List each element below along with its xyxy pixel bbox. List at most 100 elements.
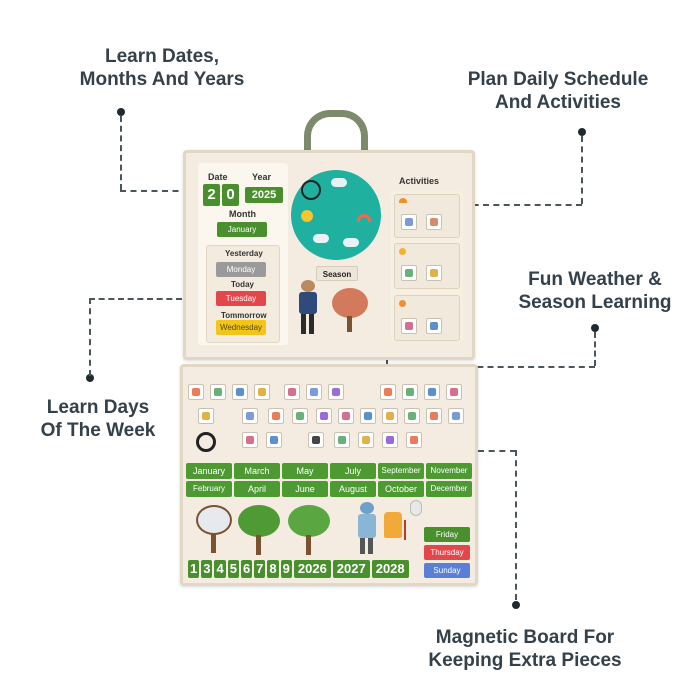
- umbrella-icon: [404, 520, 418, 540]
- activity-piece[interactable]: [446, 384, 462, 400]
- month-tile[interactable]: August: [330, 481, 376, 497]
- activity-piece[interactable]: [382, 408, 398, 424]
- callout-connector: [594, 332, 596, 366]
- callout-dot: [591, 324, 599, 332]
- activity-card-icon[interactable]: [401, 265, 417, 281]
- number-tile[interactable]: 4: [214, 560, 226, 578]
- callout-line: Learn Dates,: [104, 46, 220, 67]
- activity-card-icon[interactable]: [426, 265, 442, 281]
- activity-piece[interactable]: [406, 432, 422, 448]
- day-tile-thursday[interactable]: Thursday: [424, 545, 470, 560]
- activity-piece[interactable]: [292, 408, 308, 424]
- cloud-icon: [313, 234, 329, 243]
- activity-piece[interactable]: [232, 384, 248, 400]
- sun-icon: [301, 210, 313, 222]
- activity-card-icon[interactable]: [401, 214, 417, 230]
- activity-card-icon[interactable]: [426, 214, 442, 230]
- day-tile-friday[interactable]: Friday: [424, 527, 470, 542]
- weather-wheel[interactable]: [291, 170, 381, 260]
- month-tile[interactable]: May: [282, 463, 328, 479]
- activity-piece[interactable]: [402, 384, 418, 400]
- month-tile[interactable]: January: [217, 222, 267, 237]
- activity-piece[interactable]: [268, 408, 284, 424]
- day-tile-sunday[interactable]: Sunday: [424, 563, 470, 578]
- callout-weather-season: Fun Weather & Season Learning: [500, 268, 690, 314]
- callout-line: Season Learning: [518, 292, 672, 313]
- activity-piece[interactable]: [188, 384, 204, 400]
- cloud-icon: [331, 178, 347, 187]
- year-tile[interactable]: 2028: [371, 560, 409, 578]
- callout-dot: [86, 374, 94, 382]
- activity-piece[interactable]: [254, 384, 270, 400]
- callout-line: Keeping Extra Pieces: [428, 650, 622, 671]
- month-tile[interactable]: July: [330, 463, 376, 479]
- board-handle: [304, 110, 368, 158]
- spring-tree-icon: [238, 505, 280, 555]
- activity-piece[interactable]: [242, 432, 258, 448]
- activity-piece[interactable]: [338, 408, 354, 424]
- activity-piece[interactable]: [242, 408, 258, 424]
- year-label: Year: [252, 172, 272, 182]
- activity-piece[interactable]: [316, 408, 332, 424]
- activity-card-icon[interactable]: [401, 318, 417, 334]
- month-tile[interactable]: December: [426, 481, 472, 497]
- callout-connector: [478, 450, 516, 452]
- today-label: Today: [231, 280, 254, 289]
- activity-piece[interactable]: [360, 408, 376, 424]
- callout-line: Magnetic Board For: [435, 627, 615, 648]
- activity-piece[interactable]: [426, 408, 442, 424]
- activity-piece[interactable]: [380, 384, 396, 400]
- winter-boy-figure-icon: [356, 502, 378, 556]
- activity-piece[interactable]: [448, 408, 464, 424]
- month-tile[interactable]: September: [378, 463, 424, 479]
- yesterday-tile[interactable]: Monday: [216, 262, 266, 277]
- summer-tree-icon: [288, 505, 330, 555]
- tomorrow-tile[interactable]: Wednesday: [216, 320, 266, 335]
- rabbit-icon: [410, 500, 422, 516]
- month-tile[interactable]: November: [426, 463, 472, 479]
- month-tile[interactable]: March: [234, 463, 280, 479]
- callout-line: Of The Week: [40, 420, 156, 441]
- cloud-icon: [343, 238, 359, 247]
- month-tile[interactable]: February: [186, 481, 232, 497]
- number-tile[interactable]: 6: [240, 560, 253, 578]
- date-digit[interactable]: 2: [203, 184, 220, 206]
- number-tile[interactable]: 1: [188, 560, 200, 578]
- month-tile[interactable]: June: [282, 481, 328, 497]
- activity-piece[interactable]: [306, 384, 322, 400]
- callout-line: And Activities: [495, 92, 621, 113]
- activity-piece[interactable]: [198, 408, 214, 424]
- year-tile[interactable]: 2027: [332, 560, 370, 578]
- callout-connector: [89, 298, 211, 300]
- activity-piece[interactable]: [308, 432, 324, 448]
- activity-piece[interactable]: [334, 432, 350, 448]
- autumn-tree-icon: [332, 288, 368, 334]
- activity-piece[interactable]: [284, 384, 300, 400]
- rainbow-icon: [357, 214, 371, 222]
- callout-line: Months And Years: [79, 69, 245, 90]
- activity-piece[interactable]: [328, 384, 344, 400]
- activity-card-icon[interactable]: [426, 318, 442, 334]
- month-tile[interactable]: January: [186, 463, 232, 479]
- activity-piece[interactable]: [358, 432, 374, 448]
- activity-piece[interactable]: [266, 432, 282, 448]
- number-tile[interactable]: 7: [254, 560, 266, 578]
- activity-piece[interactable]: [424, 384, 440, 400]
- weather-pointer-ring-icon[interactable]: [196, 432, 216, 452]
- number-tile[interactable]: 3: [201, 560, 213, 578]
- date-digit[interactable]: 0: [222, 184, 239, 206]
- number-tile[interactable]: 5: [227, 560, 239, 578]
- activity-piece[interactable]: [382, 432, 398, 448]
- year-tile[interactable]: 2026: [293, 560, 331, 578]
- activity-piece[interactable]: [404, 408, 420, 424]
- today-tile[interactable]: Tuesday: [216, 291, 266, 306]
- callout-connector: [581, 136, 583, 204]
- year-tile[interactable]: 2025: [245, 187, 283, 203]
- month-tile[interactable]: April: [234, 481, 280, 497]
- activity-piece[interactable]: [210, 384, 226, 400]
- number-tile[interactable]: 9: [280, 560, 292, 578]
- raincoat-icon: [384, 512, 402, 538]
- number-tile[interactable]: 8: [267, 560, 279, 578]
- callout-dot: [117, 108, 125, 116]
- month-tile[interactable]: October: [378, 481, 424, 497]
